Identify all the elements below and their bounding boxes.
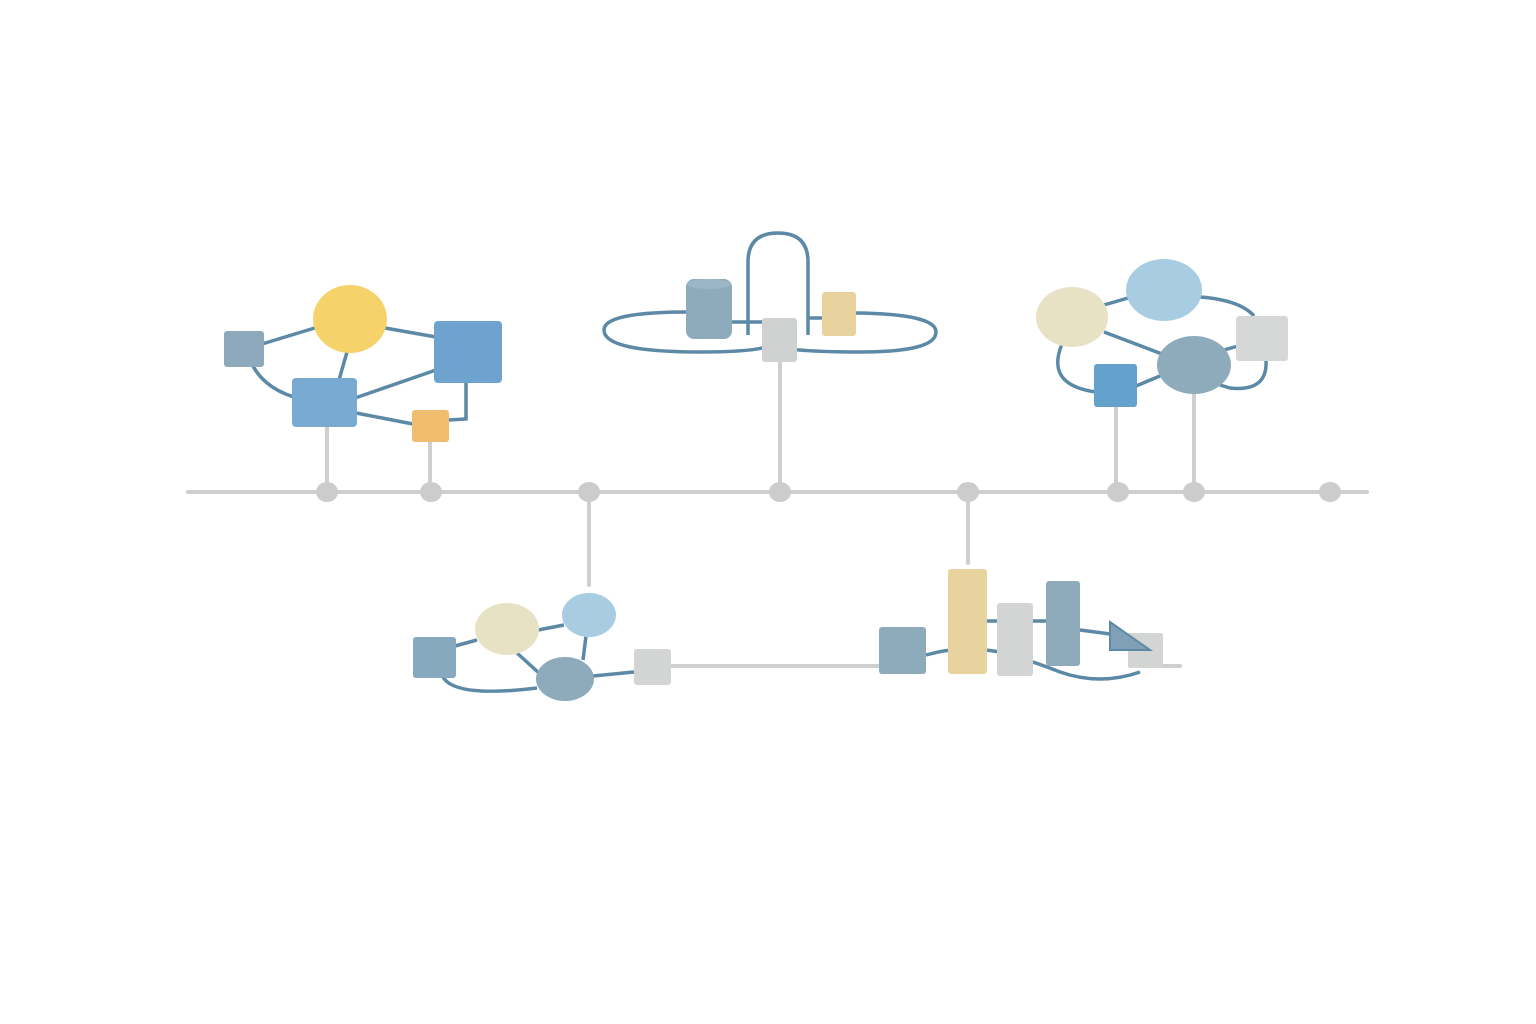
edge (1223, 344, 1239, 352)
node-circle (536, 657, 594, 701)
timeline (186, 360, 1369, 668)
edge (581, 635, 588, 661)
edge (355, 411, 414, 426)
edge (537, 623, 565, 632)
node-square (413, 637, 456, 678)
edge (1135, 374, 1161, 388)
cylinder-top (687, 279, 731, 289)
node-circle (475, 603, 539, 655)
edge (1103, 330, 1163, 356)
edge (515, 651, 542, 676)
node-circle (313, 285, 387, 353)
edge (441, 675, 538, 693)
edge (1079, 628, 1111, 636)
timeline-dot (420, 482, 442, 502)
node-square (634, 649, 671, 685)
node-cylinder (686, 279, 732, 339)
node-square (434, 321, 502, 383)
node-square (224, 331, 264, 367)
timeline-dot (1183, 482, 1205, 502)
edge (337, 351, 349, 381)
node-circle (1157, 336, 1231, 394)
bar (1046, 581, 1080, 666)
timeline-dot (1107, 482, 1129, 502)
edge (1103, 296, 1129, 307)
edge (454, 638, 478, 648)
node-circle (1126, 259, 1202, 321)
node-square (292, 378, 357, 427)
timeline-dot (316, 482, 338, 502)
edge (1056, 343, 1097, 394)
arrow-head-icon (1109, 620, 1154, 651)
network-cluster-1 (224, 285, 502, 442)
bar (997, 603, 1033, 676)
timeline-dot (1319, 482, 1341, 502)
node-square (822, 292, 856, 336)
timeline-dot (769, 482, 791, 502)
loop-cluster (602, 231, 938, 362)
edge (447, 382, 468, 422)
timeline-dot (578, 482, 600, 502)
edge (251, 365, 295, 399)
edge (1219, 359, 1268, 391)
network-cluster-4 (413, 593, 671, 701)
node-square (1094, 364, 1137, 407)
edge (354, 368, 437, 400)
node-square (879, 627, 926, 674)
timeline-dot (957, 482, 979, 502)
timeline-dots (316, 482, 1341, 502)
edge (261, 325, 319, 346)
bar (948, 569, 987, 674)
bar-cluster (879, 569, 1163, 681)
node-square (762, 318, 797, 362)
node-circle (1036, 287, 1108, 347)
edge (592, 670, 635, 678)
node-square (412, 410, 449, 442)
edge (1199, 295, 1256, 318)
arch-edge (746, 231, 810, 335)
network-cluster-3 (1036, 259, 1288, 407)
edge (384, 326, 437, 339)
node-square (1236, 316, 1288, 361)
node-circle (562, 593, 616, 637)
